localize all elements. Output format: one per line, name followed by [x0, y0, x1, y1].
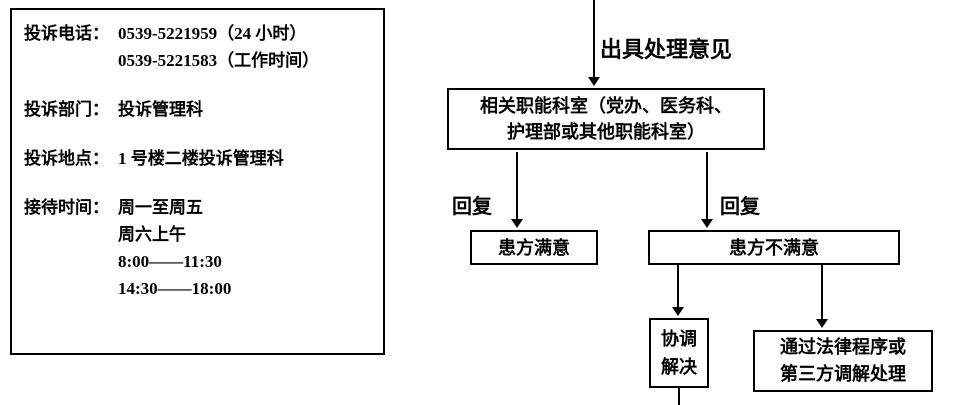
arrow-stub-below-mediation-icon — [678, 388, 680, 405]
info-row-hours: 接待时间： 周一至周五 周六上午 8:00——11:30 14:30——18:0… — [24, 194, 371, 302]
satisfied-box: 患方满意 — [470, 230, 598, 265]
unsatisfied-box-label: 患方不满意 — [729, 237, 819, 258]
dept-box-line-2: 护理部或其他职能科室） — [507, 122, 705, 142]
process-opinion-label: 出具处理意见 — [600, 37, 733, 62]
department-label: 投诉部门： — [24, 100, 109, 119]
reply-right-label: 回复 — [720, 196, 760, 218]
info-row-phone: 投诉电话： 0539-5221959（24 小时） 0539-5221583（工… — [24, 20, 371, 74]
contact-info-box: 投诉电话： 0539-5221959（24 小时） 0539-5221583（工… — [10, 8, 385, 355]
mediation-box-line-2: 解决 — [661, 357, 697, 377]
hours-line-3: 8:00——11:30 — [118, 252, 222, 271]
hours-label: 接待时间： — [24, 198, 109, 217]
legal-box-line-2: 第三方调解处理 — [780, 364, 906, 384]
dept-box-line-1: 相关职能科室（党办、医务科、 — [480, 96, 732, 116]
arrow-unsatisfied-to-mediation-icon — [672, 265, 684, 316]
info-row-location: 投诉地点： 1 号楼二楼投诉管理科 — [24, 145, 371, 172]
arrow-dept-to-satisfied-icon — [511, 152, 523, 228]
hours-line-4: 14:30——18:00 — [118, 279, 232, 298]
unsatisfied-box: 患方不满意 — [648, 230, 900, 265]
mediation-box-line-1: 协调 — [661, 329, 697, 349]
mediation-box: 协调 解决 — [649, 318, 709, 388]
legal-box-line-1: 通过法律程序或 — [780, 337, 906, 357]
arrow-incoming-icon — [588, 0, 600, 86]
location-label: 投诉地点： — [24, 149, 109, 168]
hours-line-1: 周一至周五 — [118, 198, 203, 217]
satisfied-box-label: 患方满意 — [498, 237, 570, 258]
dept-box: 相关职能科室（党办、医务科、 护理部或其他职能科室） — [447, 88, 765, 150]
reply-left-label: 回复 — [452, 196, 492, 218]
arrow-unsatisfied-to-legal-icon — [816, 265, 828, 328]
info-row-department: 投诉部门： 投诉管理科 — [24, 96, 371, 123]
legal-box: 通过法律程序或 第三方调解处理 — [753, 330, 933, 392]
phone-line-1: 0539-5221959（24 小时） — [118, 24, 307, 43]
hours-line-2: 周六上午 — [118, 225, 186, 244]
arrow-dept-to-unsatisfied-icon — [701, 152, 713, 228]
phone-label: 投诉电话： — [24, 24, 109, 43]
department-value: 投诉管理科 — [118, 100, 203, 119]
location-value: 1 号楼二楼投诉管理科 — [118, 149, 284, 168]
phone-line-2: 0539-5221583（工作时间） — [118, 51, 320, 70]
